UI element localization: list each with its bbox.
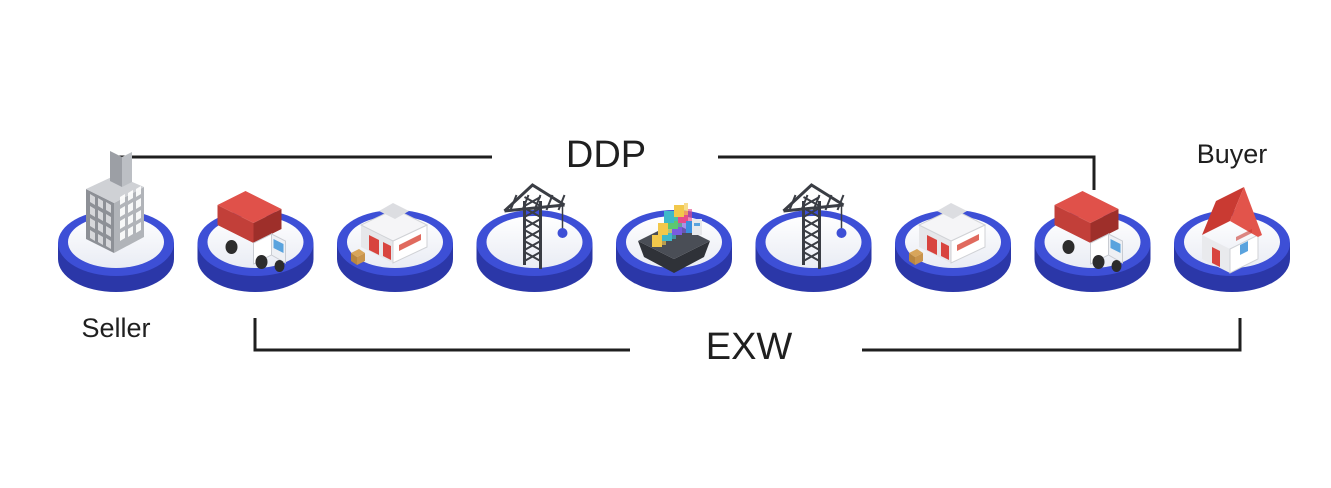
seller-label: Seller xyxy=(81,313,151,343)
platform-disc xyxy=(476,210,593,292)
ddp-bracket-left xyxy=(114,155,492,180)
stage-1 xyxy=(58,151,174,292)
buyer-label: Buyer xyxy=(1196,139,1268,169)
exw-bracket-left xyxy=(253,318,630,352)
house-icon xyxy=(1202,187,1262,274)
cargo-ship-icon xyxy=(638,203,710,273)
ddp-bracket-right xyxy=(718,155,1096,190)
factory-icon xyxy=(86,151,144,253)
stage-2 xyxy=(197,191,314,292)
stage-4 xyxy=(476,183,593,292)
warehouse-icon xyxy=(351,203,429,265)
truck-icon xyxy=(217,191,286,272)
stage-7 xyxy=(895,203,1011,292)
logistics-stages xyxy=(58,151,1290,292)
exw-bracket-right xyxy=(862,318,1242,352)
exw-label: EXW xyxy=(705,326,793,368)
platform-disc xyxy=(755,210,872,292)
exw-bracket xyxy=(253,318,1242,352)
truck-icon xyxy=(1054,191,1123,272)
port-crane-icon xyxy=(503,183,568,269)
stage-3 xyxy=(337,203,453,292)
port-crane-icon xyxy=(782,183,847,269)
stage-6 xyxy=(755,183,872,292)
ddp-label: DDP xyxy=(565,134,647,176)
stage-9 xyxy=(1174,187,1290,292)
stage-8 xyxy=(1034,191,1151,292)
stage-5 xyxy=(616,203,732,292)
warehouse-icon xyxy=(909,203,987,265)
